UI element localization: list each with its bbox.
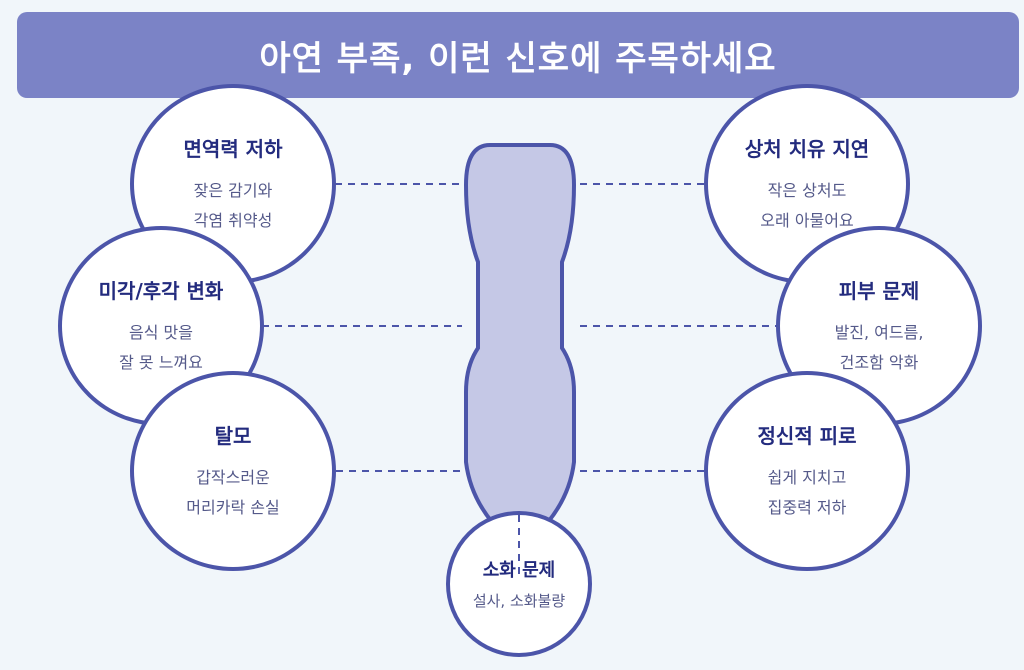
symptom-title: 탈모 (214, 423, 252, 448)
symptom-desc-line2: 집중력 저하 (767, 497, 847, 517)
symptom-title: 피부 문제 (838, 278, 920, 303)
symptom-title: 미각/후각 변화 (98, 278, 224, 303)
symptom-desc-line2: 머리카락 손실 (186, 497, 280, 517)
symptom-desc-line1: 음식 맛을 (129, 322, 193, 342)
symptom-desc-line2: 오래 아물어요 (760, 210, 854, 230)
symptom-card-wound-healing: 상처 치유 지연 작은 상처도 오래 아물어요 (704, 84, 910, 284)
symptom-desc-line1: 작은 상처도 (767, 180, 847, 200)
body-silhouette (463, 143, 577, 524)
symptom-title: 상처 치유 지연 (744, 136, 870, 161)
symptom-card-mental-fatigue: 정신적 피로 쉽게 지치고 집중력 저하 (704, 371, 910, 571)
symptom-card-hair-loss: 탈모 갑작스러운 머리카락 손실 (130, 371, 336, 571)
symptom-desc-line1: 잦은 감기와 (193, 180, 273, 200)
symptom-desc-line1: 쉽게 지치고 (767, 467, 847, 487)
banner-title: 아연 부족, 이런 신호에 주목하세요 (259, 38, 777, 79)
symptom-desc-line1: 설사, 소화불량 (472, 592, 566, 610)
symptom-card-digestion: 소화 문제 설사, 소화불량 (446, 511, 592, 657)
symptom-desc-line1: 갑작스러운 (196, 467, 270, 487)
symptom-desc-line2: 각염 취약성 (193, 210, 273, 230)
symptom-desc-line1: 발진, 여드름, (834, 322, 924, 342)
symptom-title: 소화 문제 (482, 560, 556, 581)
symptom-title: 정신적 피로 (757, 423, 857, 448)
title-banner: 아연 부족, 이런 신호에 주목하세요 (17, 12, 1019, 98)
symptom-desc-line2: 잘 못 느껴요 (119, 352, 203, 372)
symptom-desc-line2: 건조함 악화 (839, 352, 919, 372)
symptom-title: 면역력 저하 (183, 136, 283, 161)
